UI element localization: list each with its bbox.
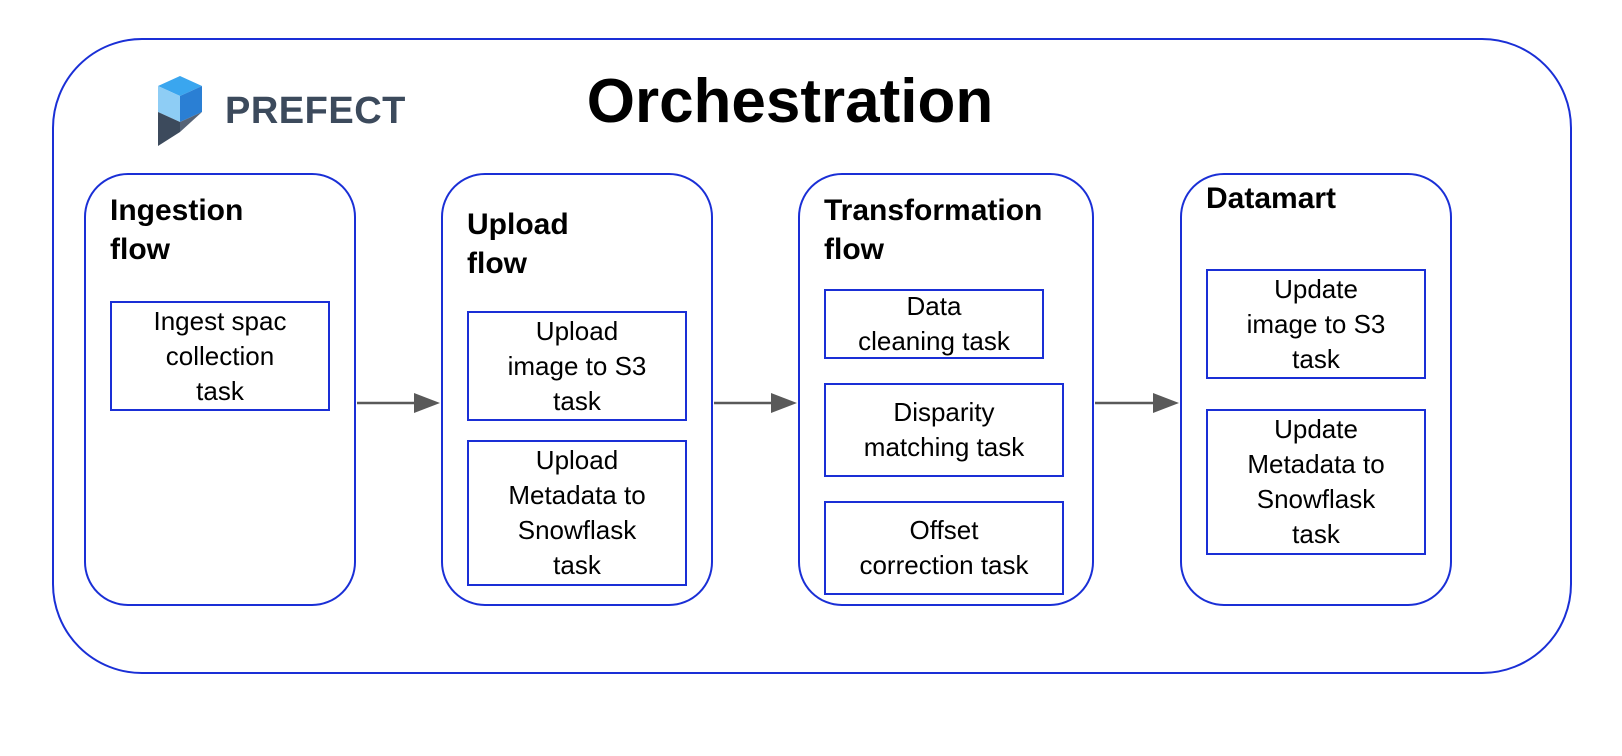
datamart-box: Datamart Update image to S3 task Update … (1180, 173, 1452, 606)
upload-metadata-to-snowflask-task: Upload Metadata to Snowflask task (467, 440, 687, 586)
update-metadata-to-snowflask-task: Update Metadata to Snowflask task (1206, 409, 1426, 555)
datamart-title: Datamart (1206, 182, 1337, 215)
prefect-logo-icon (158, 76, 202, 146)
page-title: Orchestration (586, 67, 994, 136)
upload-flow-title: Upload flow (467, 208, 569, 280)
transformation-flow-box: Transformation flow Data cleaning task D… (798, 173, 1094, 606)
disparity-matching-task: Disparity matching task (824, 383, 1064, 477)
upload-image-to-s3-task: Upload image to S3 task (467, 311, 687, 421)
offset-correction-task: Offset correction task (824, 501, 1064, 595)
ingestion-flow-box: Ingestion flow Ingest spac collection ta… (84, 173, 356, 606)
prefect-logo-text: PREFECT (225, 90, 406, 132)
upload-flow-box: Upload flow Upload image to S3 task Uplo… (441, 173, 713, 606)
transformation-flow-title: Transformation flow (824, 194, 1043, 266)
prefect-logo: PREFECT (158, 76, 458, 150)
ingestion-flow-title: Ingestion flow (110, 194, 244, 266)
update-image-to-s3-task: Update image to S3 task (1206, 269, 1426, 379)
ingest-spac-collection-task: Ingest spac collection task (110, 301, 330, 411)
orchestration-container (52, 38, 1572, 674)
data-cleaning-task: Data cleaning task (824, 289, 1044, 359)
